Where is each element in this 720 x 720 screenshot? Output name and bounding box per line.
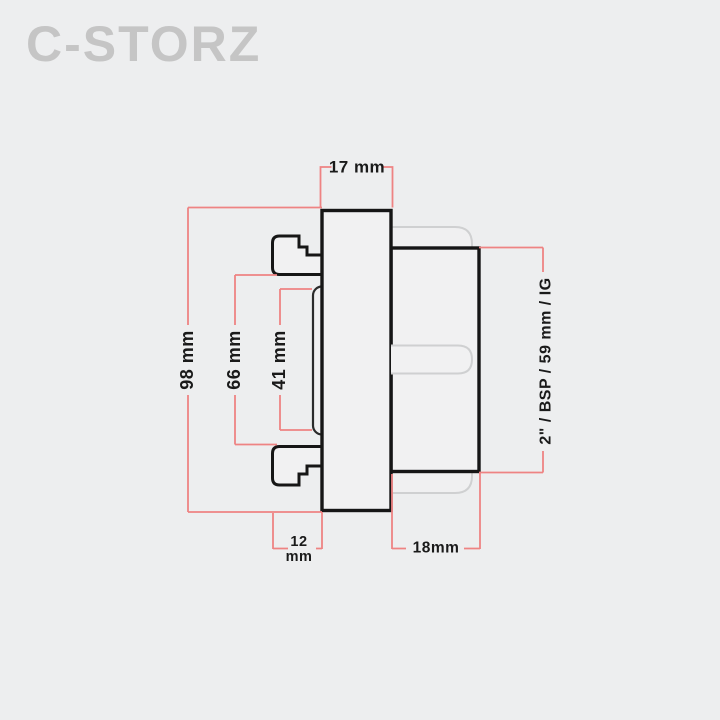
label-lug-depth-unit: mm <box>286 549 313 565</box>
thread-slot-outline <box>391 344 474 375</box>
dim-line-thread-spec <box>479 246 544 474</box>
dimension-lines <box>187 166 544 550</box>
bottom-lug <box>271 445 322 487</box>
label-bore: 41 mm <box>269 330 289 390</box>
label-flange-width: 17 mm <box>329 158 385 177</box>
label-lug-span: 66 mm <box>224 330 244 390</box>
dimension-labels: 17 mm 98 mm 66 mm 41 mm 2" / BSP / 59 mm… <box>177 158 555 566</box>
label-thread-length: 18mm <box>413 540 460 557</box>
top-lug <box>271 234 322 276</box>
dim-line-flange-width <box>319 166 394 208</box>
label-overall-height: 98 mm <box>177 330 197 390</box>
flange-body <box>320 208 393 513</box>
label-lug-depth-value: 12 <box>290 534 307 550</box>
dim-line-bore <box>279 288 312 431</box>
brand-logo: C-STORZ <box>26 16 261 72</box>
dim-line-lug-span <box>234 274 277 446</box>
dim-line-thread-length <box>391 473 481 550</box>
dim-line-lug-depth <box>272 512 323 550</box>
label-thread-spec: 2" / BSP / 59 mm / IG <box>538 277 555 444</box>
dim-line-overall-height <box>187 206 322 513</box>
